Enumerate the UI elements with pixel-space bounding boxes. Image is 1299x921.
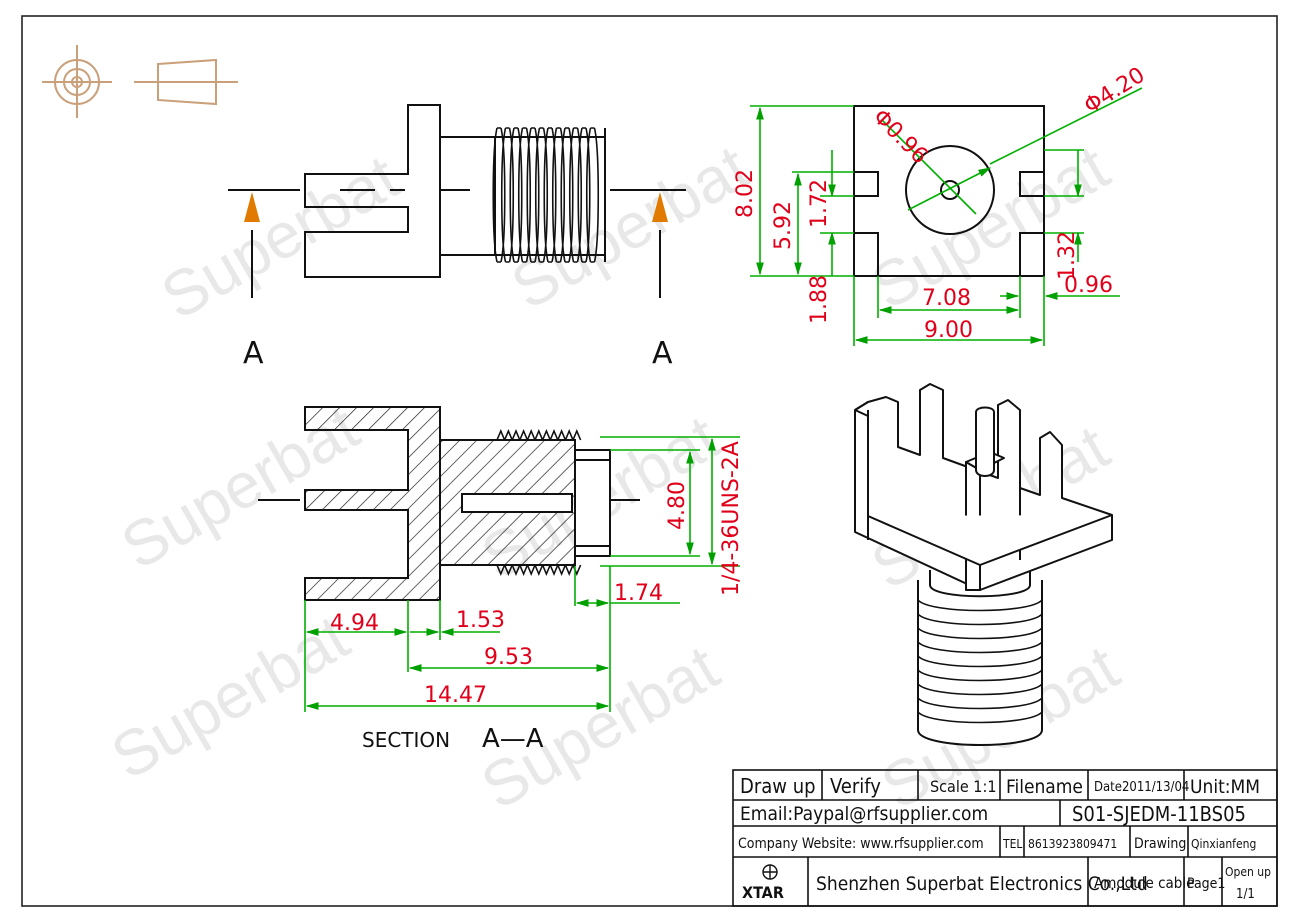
projection-symbol — [42, 45, 238, 118]
dim-dia-large: Φ4.20 — [1080, 63, 1149, 119]
dim-thread: 1/4-36UNS-2A — [719, 441, 744, 596]
tb-company: Shenzhen Superbat Electronics Co.,Ltd — [816, 873, 1148, 895]
section-name: A—A — [482, 724, 544, 754]
section-threads — [496, 428, 582, 577]
side-view — [228, 104, 686, 298]
tb-verify: Verify — [830, 774, 881, 798]
tb-open-up-count: 1/1 — [1236, 887, 1255, 902]
section-arrow-left — [244, 192, 260, 222]
tb-logo-text: XTAR — [742, 883, 784, 902]
tb-product: Amodule cable — [1094, 874, 1194, 892]
dim-dia-small: Φ0.96 — [868, 105, 933, 170]
section-arrow-right — [652, 192, 668, 222]
tb-draw-up: Draw up — [740, 774, 816, 798]
dim-height-188: 1.88 — [807, 275, 832, 324]
section-dimension-lines — [304, 436, 740, 712]
section-marker-right: A — [652, 336, 673, 371]
dim-height-592: 5.92 — [771, 201, 796, 250]
dim-len-953: 9.53 — [484, 645, 533, 670]
tb-unit: Unit:MM — [1190, 776, 1260, 798]
isometric-threads — [917, 599, 1043, 724]
tb-part-number: S01-SJEDM-11BS05 — [1072, 802, 1246, 826]
section-marker-left: A — [243, 336, 264, 371]
tb-page: Page1 — [1187, 876, 1225, 892]
tb-website: Company Website: www.rfsupplier.com — [738, 836, 984, 852]
dim-height-172: 1.72 — [807, 179, 832, 228]
tb-tel-label: TEL — [1002, 837, 1022, 851]
dim-len-153: 1.53 — [456, 608, 505, 633]
dim-len-1447: 14.47 — [424, 683, 487, 708]
section-view — [258, 406, 640, 601]
front-view-dimension-lines — [750, 87, 1143, 346]
section-title: SECTION — [362, 728, 450, 752]
tb-drawing-label: Drawing — [1134, 836, 1186, 852]
front-view — [853, 105, 1045, 277]
dim-len-494: 4.94 — [330, 611, 379, 636]
thread-coils — [492, 127, 600, 263]
dim-height-132: 1.32 — [1055, 231, 1080, 280]
tb-scale: Scale 1:1 — [930, 777, 996, 796]
drawing-border — [21, 15, 1278, 907]
title-block — [732, 769, 1278, 907]
dim-width-900: 9.00 — [924, 318, 973, 343]
dim-len-174: 1.74 — [614, 581, 663, 606]
tb-open-up: Open up — [1225, 865, 1271, 879]
tb-email: Email:Paypal@rfsupplier.com — [740, 803, 988, 825]
tb-tel-value: 8613923809471 — [1028, 837, 1117, 851]
dim-width-708: 7.08 — [922, 286, 971, 311]
dim-dia-480: 4.80 — [665, 481, 690, 530]
tb-filename: Filename — [1006, 776, 1083, 798]
dim-width-096: 0.96 — [1064, 273, 1113, 298]
tb-date: Date2011/13/04 — [1094, 780, 1189, 795]
dim-height-total: 8.02 — [733, 169, 758, 218]
xtar-logo-icon — [762, 864, 778, 880]
tb-drawing-value: Qinxianfeng — [1191, 837, 1256, 851]
isometric-view — [854, 383, 1113, 746]
